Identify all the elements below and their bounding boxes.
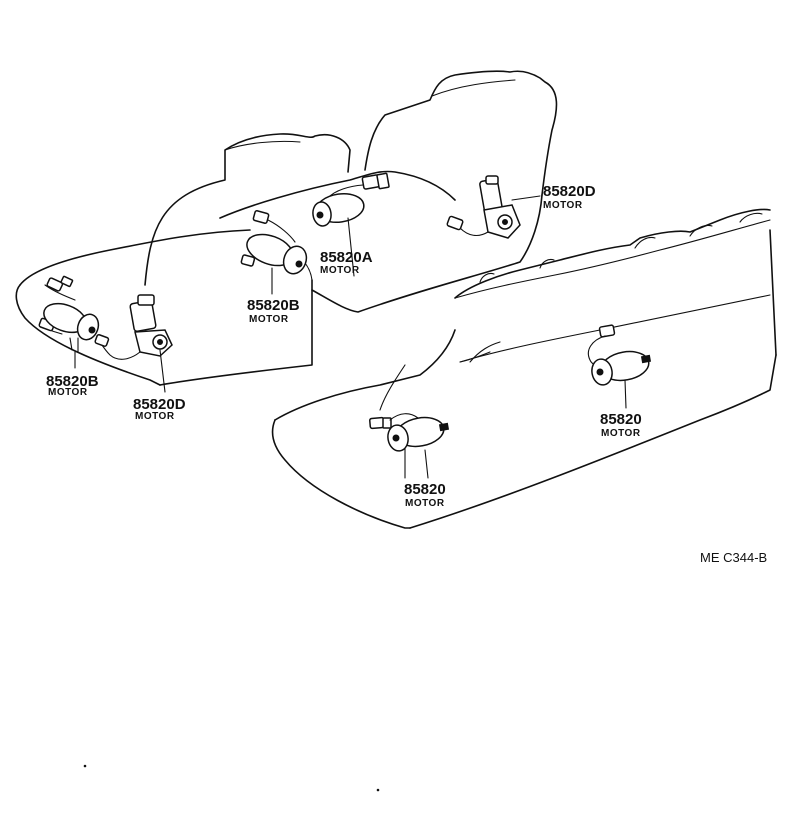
callout-front-left-lower-d: 85820D MOTOR [133, 396, 186, 422]
callout-part-name: MOTOR [135, 411, 175, 422]
callout-front-left-lower-b: 85820B MOTOR [46, 373, 99, 398]
callout-front-right-d: 85820D MOTOR [543, 183, 596, 211]
front-left-seat [15, 133, 351, 386]
callout-rear-right: 85820 MOTOR [600, 411, 642, 439]
motor-front-left-upper-b [240, 210, 308, 275]
motor-rear-right [587, 324, 652, 386]
motor-front-left-lower-d [94, 294, 173, 360]
callout-part-number: 85820D [133, 396, 186, 413]
callout-part-name: MOTOR [48, 387, 88, 398]
callout-front-left-upper-b: 85820B MOTOR [247, 297, 300, 325]
diagram-reference-code: ME C344-B [700, 550, 767, 565]
callout-part-name: MOTOR [405, 498, 445, 509]
motor-front-right-a [312, 172, 390, 227]
callout-part-number: 85820B [46, 373, 99, 390]
callout-rear-left: 85820 MOTOR [404, 481, 446, 509]
motor-rear-left [369, 413, 450, 452]
callout-part-number: 85820D [543, 183, 596, 200]
callout-part-name: MOTOR [601, 428, 641, 439]
leader-lines [74, 195, 627, 479]
motor-front-right-d [446, 175, 521, 239]
callout-part-number: 85820 [404, 481, 446, 498]
callout-part-name: MOTOR [543, 200, 583, 211]
callout-part-number: 85820 [600, 411, 642, 428]
callout-part-name: MOTOR [249, 314, 289, 325]
callout-part-number: 85820A [320, 249, 373, 266]
callout-part-name: MOTOR [320, 265, 360, 276]
motor-front-left-lower-b [38, 275, 100, 353]
callout-part-number: 85820B [247, 297, 300, 314]
callout-front-right-a: 85820A MOTOR [320, 249, 373, 276]
front-right-seat [219, 70, 558, 313]
